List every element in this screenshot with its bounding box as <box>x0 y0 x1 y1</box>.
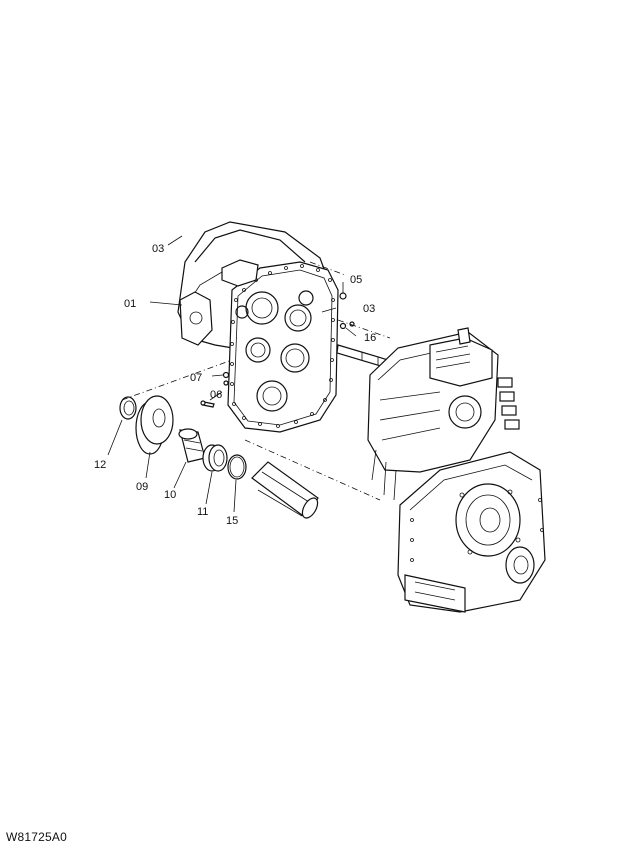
callout-07: 07 <box>190 372 202 384</box>
drawing-code: W81725A0 <box>6 830 67 844</box>
part-07-washer <box>222 371 230 386</box>
part-05-plug <box>339 292 347 300</box>
callout-labels: 03 01 05 03 16 07 06 12 09 10 11 15 <box>94 243 376 527</box>
part-06-bolt <box>200 400 215 408</box>
callout-05: 05 <box>350 274 362 286</box>
transmission-assembly <box>336 327 546 613</box>
part-09-disc <box>135 395 174 455</box>
leader-lines <box>107 235 357 513</box>
callout-11: 11 <box>197 506 208 518</box>
part-12-seal <box>119 396 137 420</box>
part-10-shaft <box>178 428 206 463</box>
callout-12: 12 <box>94 459 106 471</box>
callout-15: 15 <box>226 515 238 527</box>
assembly-centerlines <box>121 261 391 501</box>
callout-10: 10 <box>164 489 176 501</box>
callout-06: 06 <box>210 389 222 401</box>
callout-01: 01 <box>124 298 136 310</box>
callout-09: 09 <box>136 481 148 493</box>
callout-03-top: 03 <box>152 243 164 255</box>
part-11-bearing <box>202 444 228 472</box>
sleeve-part <box>251 461 319 519</box>
callout-16: 16 <box>364 332 376 344</box>
part-15-o-ring <box>227 454 247 480</box>
part-01-housing <box>177 221 339 433</box>
callout-03-right: 03 <box>363 303 375 315</box>
